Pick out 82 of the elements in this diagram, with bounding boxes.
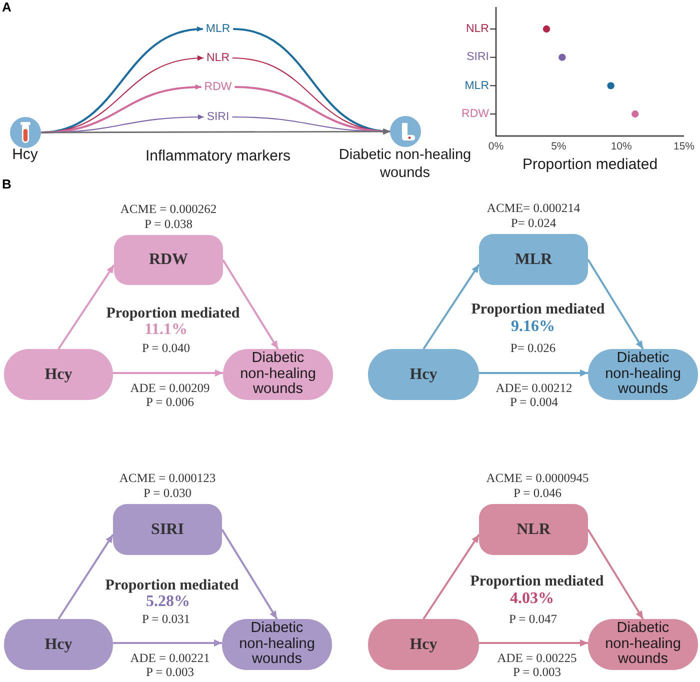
rounded-box bbox=[588, 619, 698, 670]
test-tube-icon bbox=[10, 117, 41, 148]
axis-title: Proportion mediated bbox=[522, 156, 658, 174]
stat-text: P = 0.030 bbox=[144, 486, 192, 501]
p-value-text: P= 0.026 bbox=[510, 340, 556, 356]
box-label: Hcy bbox=[44, 366, 72, 384]
arrow bbox=[422, 264, 480, 350]
rounded-box bbox=[368, 619, 479, 670]
arrow bbox=[113, 369, 223, 377]
arrow bbox=[587, 258, 644, 350]
box-label: SIRI bbox=[151, 520, 184, 538]
arrow bbox=[221, 528, 278, 620]
node-caption: Hcy bbox=[12, 146, 38, 164]
rounded-box bbox=[588, 349, 698, 400]
rounded-box bbox=[113, 504, 222, 555]
box-label: MLR bbox=[514, 250, 552, 268]
node-caption: Diabetic non-healing wounds bbox=[338, 146, 472, 182]
arrow bbox=[234, 86, 390, 134]
box-label: Diabetic non-healing wounds bbox=[238, 621, 316, 668]
rounded-box bbox=[4, 619, 113, 670]
percentage-value: 5.28% bbox=[146, 592, 190, 612]
rounded-box bbox=[368, 349, 479, 400]
box-label: Diabetic non-healing wounds bbox=[239, 351, 317, 398]
stat-text: P = 0.046 bbox=[514, 486, 562, 501]
panel-label: B bbox=[2, 178, 12, 192]
box-label: Hcy bbox=[44, 636, 72, 654]
rounded-box bbox=[223, 349, 333, 400]
tick-label: 5% bbox=[551, 140, 566, 154]
foot-icon bbox=[390, 116, 421, 147]
arrow bbox=[479, 639, 588, 647]
percentage-value: 4.03% bbox=[510, 590, 554, 608]
rounded-box bbox=[4, 349, 113, 400]
rounded-box bbox=[479, 504, 588, 555]
marker-label: RDW bbox=[201, 80, 235, 94]
stat-heading: Proportion mediated bbox=[470, 573, 604, 591]
tick-label: 15% bbox=[674, 140, 694, 154]
tick-label: 10% bbox=[610, 140, 632, 154]
p-value-text: P = 0.040 bbox=[142, 340, 190, 356]
p-value-text: P = 0.047 bbox=[509, 612, 557, 626]
box-label: Hcy bbox=[410, 366, 438, 384]
edge-label: ADE = 0.00209 P = 0.006 bbox=[128, 381, 212, 409]
box-label: Diabetic non-healing wounds bbox=[604, 621, 682, 668]
tick-label: MLR bbox=[464, 78, 489, 93]
arrow bbox=[222, 259, 279, 350]
rounded-box bbox=[222, 619, 332, 670]
arrow bbox=[587, 528, 644, 620]
stat-heading: Proportion mediated bbox=[471, 301, 605, 319]
p-value-text: P = 0.031 bbox=[142, 612, 190, 626]
tick-label: 0% bbox=[488, 140, 504, 154]
stat-text: ACME = 0.000123 bbox=[119, 471, 216, 486]
rounded-box bbox=[114, 235, 223, 285]
tick-label: RDW bbox=[462, 107, 489, 121]
arrow bbox=[422, 534, 480, 620]
stat-text: ACME = 0.000262 bbox=[120, 202, 217, 217]
edge-label: ADE = 0.00221 P = 0.003 bbox=[128, 651, 212, 679]
stat-heading: Proportion mediated bbox=[106, 305, 240, 323]
marker-label: SIRI bbox=[204, 110, 232, 124]
arrow bbox=[479, 369, 588, 377]
tick-label: NLR bbox=[466, 22, 489, 36]
panel-label: A bbox=[2, 0, 12, 16]
stat-text: P = 0.038 bbox=[144, 217, 192, 232]
box-label: Diabetic non-healing wounds bbox=[604, 351, 682, 398]
rounded-box bbox=[479, 234, 588, 285]
stat-text: ACME = 0.0000945 bbox=[486, 471, 589, 486]
arrow bbox=[58, 534, 114, 620]
stat-heading: Proportion mediated bbox=[105, 577, 239, 595]
box-label: Hcy bbox=[410, 636, 438, 654]
percentage-value: 9.16% bbox=[511, 318, 555, 336]
tick-label: SIRI bbox=[466, 50, 489, 64]
marker-label: MLR bbox=[202, 22, 234, 36]
edge-label: ADE = 0.00225 P = 0.003 bbox=[496, 651, 578, 679]
percentage-value: 11.1% bbox=[144, 320, 188, 340]
stat-text: ACME= 0.000214 bbox=[486, 201, 580, 216]
marker-label: NLR bbox=[204, 51, 232, 65]
box-label: RDW bbox=[148, 251, 188, 269]
box-label: NLR bbox=[516, 520, 550, 538]
arrow bbox=[40, 84, 202, 134]
group-label: Inflammatory markers bbox=[145, 147, 291, 165]
arrow bbox=[58, 264, 115, 350]
arrow bbox=[113, 639, 222, 647]
stat-text: P= 0.024 bbox=[510, 216, 556, 231]
arrow bbox=[41, 128, 390, 135]
